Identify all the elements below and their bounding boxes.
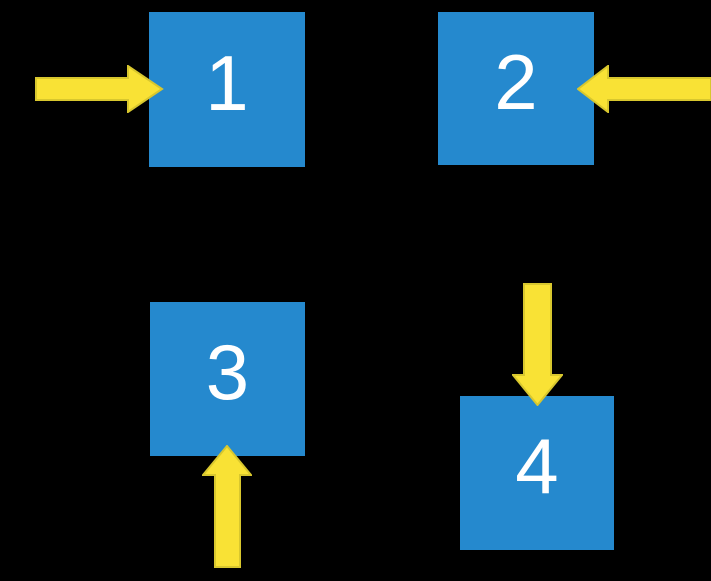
up-arrow-icon bbox=[202, 445, 252, 568]
square-2[interactable]: 2 bbox=[438, 12, 594, 165]
left-arrow-icon bbox=[577, 65, 711, 113]
square-1[interactable]: 1 bbox=[149, 12, 305, 167]
right-arrow-icon bbox=[35, 65, 164, 113]
square-4[interactable]: 4 bbox=[460, 396, 614, 550]
square-3-label: 3 bbox=[205, 328, 250, 416]
square-3[interactable]: 3 bbox=[150, 302, 305, 456]
down-arrow-icon bbox=[512, 283, 563, 406]
square-2-label: 2 bbox=[494, 37, 538, 126]
square-1-label: 1 bbox=[205, 38, 249, 127]
square-4-label: 4 bbox=[515, 422, 559, 510]
